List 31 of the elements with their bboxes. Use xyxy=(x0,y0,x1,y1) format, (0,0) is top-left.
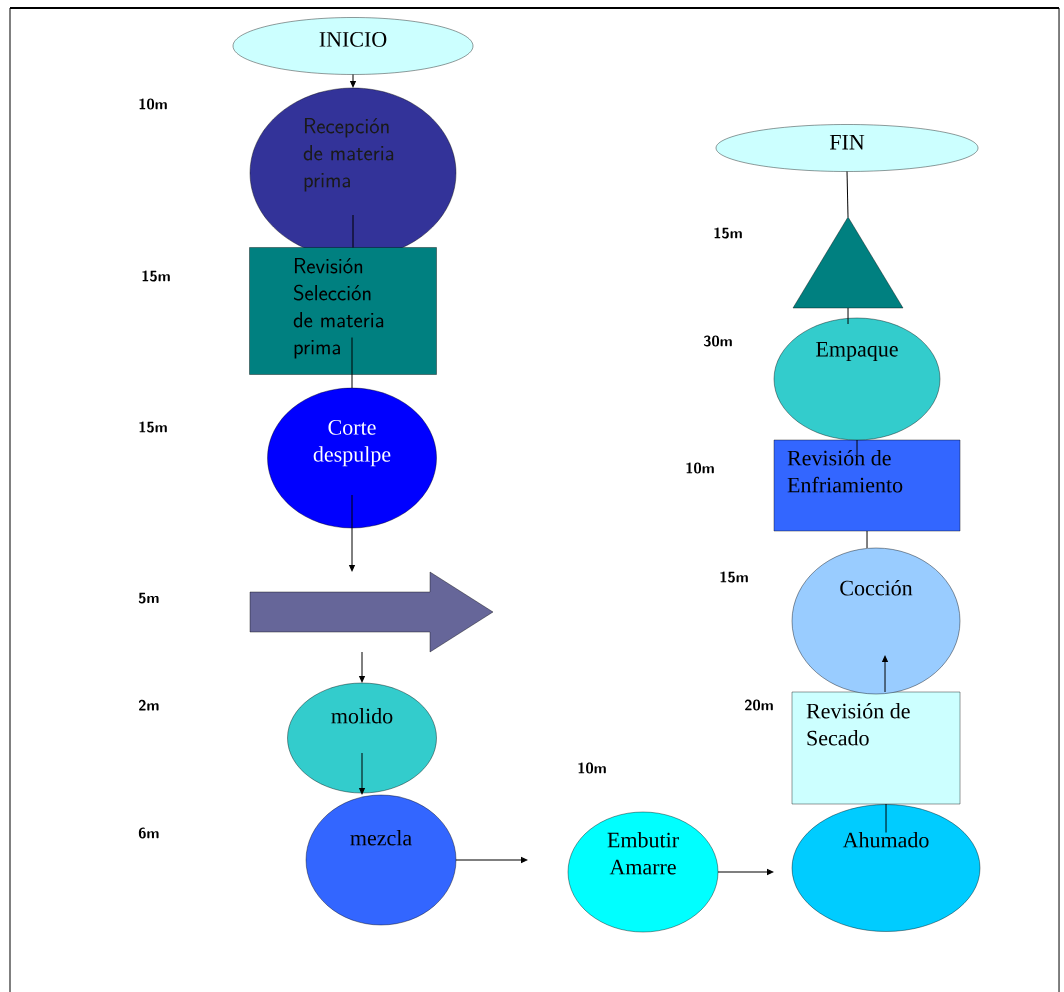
duration-label: 10m xyxy=(139,98,167,110)
arrow xyxy=(350,74,356,88)
duration-label: 20m xyxy=(744,699,773,711)
arrow xyxy=(349,494,355,572)
duration-label: 15m xyxy=(139,421,167,433)
duration-label: 10m xyxy=(578,762,606,774)
duration-label: 6m xyxy=(138,827,159,839)
duration-label: 15m xyxy=(720,571,748,583)
connector-line xyxy=(351,337,353,389)
duration-label: 2m xyxy=(138,699,159,711)
storage-triangle xyxy=(792,216,904,309)
arrow xyxy=(882,655,888,693)
arrow xyxy=(359,651,365,683)
connector-line xyxy=(846,171,849,218)
arrow xyxy=(455,857,528,863)
duration-label: 30m xyxy=(703,335,732,347)
block-arrow xyxy=(249,571,494,653)
process-box: Revisión de Secado xyxy=(791,691,961,805)
arrow xyxy=(359,752,365,795)
arrow xyxy=(717,869,774,875)
duration-label: 10m xyxy=(686,462,714,474)
connector-line xyxy=(885,803,887,833)
connector-line xyxy=(847,307,849,325)
process-box: Revisión de Enfriamiento xyxy=(773,439,961,532)
connector-line xyxy=(866,530,868,549)
duration-label: 5m xyxy=(138,592,159,604)
connector-line xyxy=(352,214,354,248)
duration-label: 15m xyxy=(142,270,170,282)
connector-line xyxy=(856,439,858,456)
process-box: Revisión Selección de materia prima xyxy=(249,247,437,375)
duration-label: 15m xyxy=(714,227,742,239)
